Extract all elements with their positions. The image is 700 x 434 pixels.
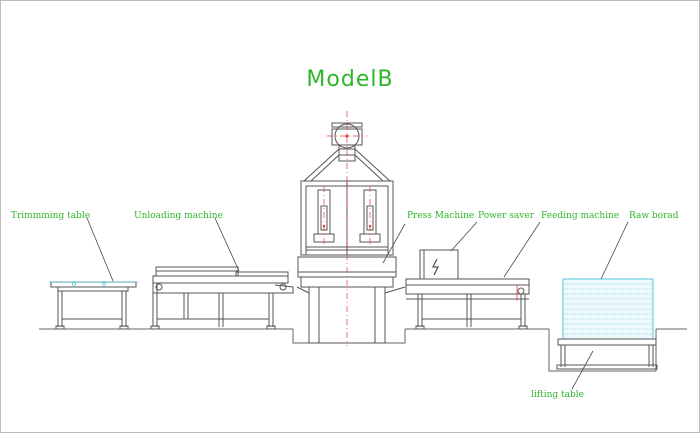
- label-lifting-table: lifting table: [531, 390, 584, 400]
- trimming-table: [50, 281, 137, 330]
- model-title: ModelB: [306, 67, 394, 92]
- label-power-saver: Power saver: [478, 211, 534, 221]
- label-press-machine: Press Machine: [407, 211, 475, 221]
- press-center-lines: [323, 111, 371, 346]
- press-machine: [296, 122, 406, 344]
- unloading-machine: [150, 266, 294, 330]
- lifting-table: [556, 338, 658, 370]
- leader-lines: [86, 217, 629, 390]
- label-feeding-machine: Feeding machine: [541, 211, 620, 221]
- label-raw-board: Raw borad: [629, 211, 679, 221]
- label-unloading-machine: Unloading machine: [134, 211, 223, 221]
- label-trimming-table: Trimmming table: [11, 211, 91, 221]
- trimming-table-board: [49, 281, 138, 286]
- press-center-marks: [322, 134, 372, 228]
- raw-board-stack: [562, 278, 654, 340]
- feeding-machine: [405, 278, 530, 330]
- power-saver: [419, 249, 459, 280]
